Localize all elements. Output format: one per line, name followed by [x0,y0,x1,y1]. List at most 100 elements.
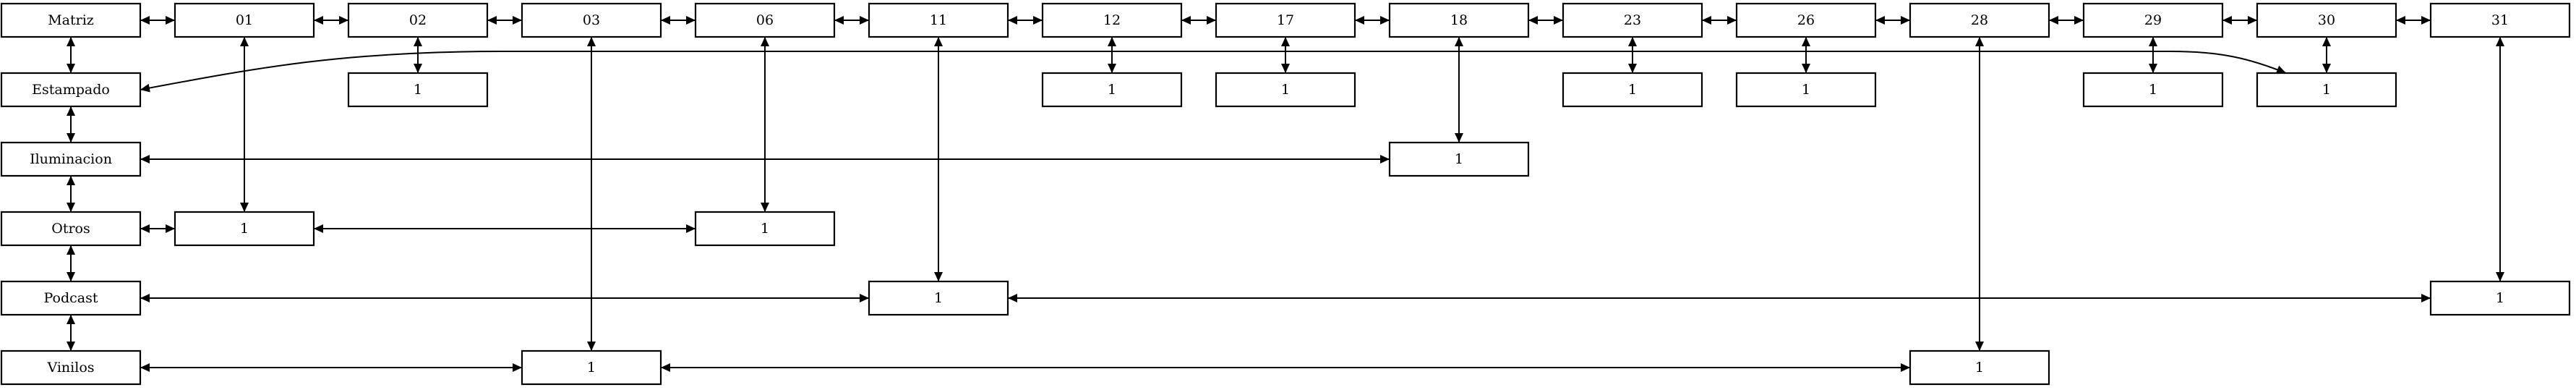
node-label: Otros [51,221,90,237]
edge-estampado-v30 [140,51,2287,93]
node-v11: 1 [868,280,1009,316]
node-v30: 1 [2256,72,2397,108]
node-box [1388,2,1530,38]
node-label: 1 [2496,290,2504,306]
node-d12: 12 [1041,2,1183,38]
node-label: 1 [2322,82,2331,98]
node-box [1215,2,1356,38]
node-box [1388,141,1530,177]
node-label: 17 [1277,12,1294,28]
node-box [1909,349,2050,386]
node-box [0,2,142,38]
node-d06: 06 [694,2,836,38]
node-d17: 17 [1215,2,1356,38]
node-v23: 1 [1562,72,1703,108]
node-box [521,349,662,386]
node-v12: 1 [1041,72,1183,108]
node-label: 1 [587,360,596,376]
node-label: 1 [934,290,943,306]
node-label: Vinilos [46,360,94,376]
node-iluminacion: Iluminacion [0,141,142,177]
node-label: 03 [583,12,600,28]
node-d03: 03 [521,2,662,38]
node-d30: 30 [2256,2,2397,38]
node-box [1562,2,1703,38]
node-label: 29 [2144,12,2162,28]
node-label: 1 [1802,82,1810,98]
node-v18: 1 [1388,141,1530,177]
node-estampado: Estampado [0,72,142,108]
node-box [694,2,836,38]
node-box [1562,72,1703,108]
node-d28: 28 [1909,2,2050,38]
node-box [0,72,142,108]
node-label: Estampado [32,82,110,98]
node-box [2256,2,2397,38]
node-box [868,280,1009,316]
node-label: 02 [409,12,427,28]
node-box [347,2,489,38]
node-box [174,2,315,38]
node-label: 1 [2149,82,2157,98]
node-d18: 18 [1388,2,1530,38]
node-box [521,2,662,38]
node-box [1909,2,2050,38]
node-d02: 02 [347,2,489,38]
node-box [0,211,142,247]
node-label: 11 [930,12,947,28]
node-box [694,211,836,247]
node-box [1041,72,1183,108]
node-v31: 1 [2429,280,2571,316]
node-box [347,72,489,108]
node-label: 1 [1281,82,1290,98]
node-box [2082,72,2224,108]
node-v06: 1 [694,211,836,247]
node-box [0,280,142,316]
node-label: 26 [1797,12,1815,28]
node-label: Podcast [44,290,98,306]
node-v17: 1 [1215,72,1356,108]
node-label: 1 [240,221,249,237]
node-v29: 1 [2082,72,2224,108]
node-box [1215,72,1356,108]
node-box [868,2,1009,38]
node-box [2256,72,2397,108]
node-d11: 11 [868,2,1009,38]
node-label: 1 [761,221,769,237]
node-box [2429,2,2571,38]
node-podcast: Podcast [0,280,142,316]
node-label: Iluminacion [30,151,112,167]
node-box [1735,72,1877,108]
node-box [0,349,142,386]
node-label: 1 [1108,82,1116,98]
node-label: 31 [2491,12,2509,28]
node-d26: 26 [1735,2,1877,38]
node-label: 1 [1628,82,1637,98]
node-otros: Otros [0,211,142,247]
node-box [2082,2,2224,38]
node-label: 30 [2318,12,2335,28]
node-label: 06 [756,12,774,28]
node-v26: 1 [1735,72,1877,108]
node-v01: 1 [174,211,315,247]
node-label: 28 [1971,12,1988,28]
node-box [1041,2,1183,38]
node-matriz: Matriz [0,2,142,38]
node-label: 01 [236,12,253,28]
node-d29: 29 [2082,2,2224,38]
node-v28: 1 [1909,349,2050,386]
node-label: 23 [1624,12,1641,28]
node-d23: 23 [1562,2,1703,38]
node-label: 1 [414,82,422,98]
node-label: Matriz [48,12,94,28]
node-label: 1 [1975,360,1984,376]
edges-layer [67,16,2504,372]
node-box [2429,280,2571,316]
node-box [174,211,315,247]
node-label: 12 [1103,12,1121,28]
node-vinilos: Vinilos [0,349,142,386]
node-d01: 01 [174,2,315,38]
node-box [0,141,142,177]
